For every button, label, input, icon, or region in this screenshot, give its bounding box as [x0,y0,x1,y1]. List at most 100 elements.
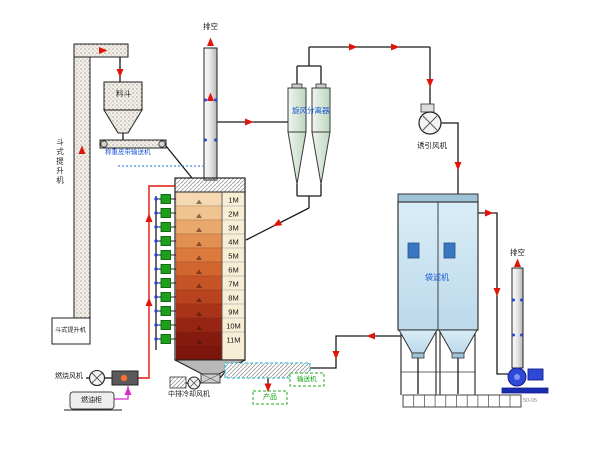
cyclone-separators [287,83,331,185]
tower-layer-mark [196,255,202,260]
arrow-right-to-cyclone [245,118,254,126]
label-bucket-elevator-vertical: 斗式提升机 [55,138,65,186]
flange-dot [154,267,158,271]
bag-filter-door-right [443,242,456,259]
arrow-up-chimney [207,92,214,101]
tower-layer-mark [196,199,202,204]
drag-conveyor [402,394,522,408]
label-bag-filter: 袋滤机 [425,273,449,282]
layer-inlet-valve [160,320,171,330]
tower-layer-mark [196,325,202,330]
label-conveyor2: 输送机 [297,376,317,383]
tower-layer-mark [196,269,202,274]
flange-dot [214,98,217,102]
tower-layer-label: 7M [228,280,238,289]
arrow-down-to-bagfilter [454,162,462,171]
induced-draft-fan [418,103,442,135]
layer-inlet-valve [160,222,171,232]
label-fuel-tank: 燃油柜 [81,397,102,404]
elevator-column [73,56,91,319]
layer-inlet-valve [160,194,171,204]
arrow-up-hot-air-2 [145,213,153,222]
tower-top-cap [174,177,246,193]
burner-flame [120,374,128,382]
elevator-boot [51,317,91,345]
exhaust-fan-motor [527,368,544,381]
layer-inlet-valve [160,264,171,274]
flange-dot [154,295,158,299]
tower-layer-label: 6M [228,266,238,275]
tower-layer-label: 2M [228,210,238,219]
arrow-right-manifold-1 [349,43,358,51]
label-hopper: 料斗 [116,89,131,98]
flange-dot [154,309,158,313]
arrow-up-vent-top [207,37,214,46]
bag-filter-door-left [407,242,420,259]
cooling-conveyor [224,362,311,379]
weigh-belt-conveyor [99,139,167,149]
tower-layer-label: 4M [228,238,238,247]
fan-motor [420,103,435,113]
tower-layer-mark [196,241,202,246]
layer-inlet-valve [160,306,171,316]
flange-dot [154,337,158,341]
conveyor2-box [289,372,325,387]
arrow-left-dust-return [366,332,375,340]
layer-inlet-valve [160,208,171,218]
flange-dot [154,197,158,201]
hot-air-duct [138,185,175,379]
layer-inlet-valve [160,236,171,246]
arrow-down-to-fan [426,79,434,88]
arrow-up-fuel-line [124,386,132,395]
belt-pulley-left [100,140,108,148]
flange-dot [154,225,158,229]
cyclone-left-cone [287,131,307,185]
label-vent-right: 排空 [510,248,525,257]
label-weigh-belt: 称重皮带输送机 [105,149,151,156]
flange-dot [154,281,158,285]
flow-arrows [78,37,521,395]
flange-dot [154,253,158,257]
arrow-up-hot-air-1 [145,297,153,306]
layer-inlet-valve [160,334,171,344]
flange-dot [154,211,158,215]
tower-layer-label: 5M [228,252,238,261]
arrow-down-to-product [264,383,272,392]
label-vent-top: 排空 [203,22,218,31]
exhaust-stack-top [203,47,218,181]
tower-layer-mark [196,213,202,218]
label-bucket-elevator-boot: 斗式提升机 [55,327,86,334]
tower-layer-mark [196,339,202,344]
belt-pulley-right [158,140,166,148]
tower-layer-mark [196,283,202,288]
arrow-down-dust-return [332,351,340,360]
burner [111,370,139,386]
feed-hopper [103,81,143,134]
bag-filter-hopper-right [438,329,478,354]
layer-inlet-valve [160,250,171,260]
tower-layer-label: 3M [228,224,238,233]
cooling-fan-unit [169,376,201,390]
flange-dot [204,98,207,102]
cooling-fan-silencer [169,376,187,389]
arrow-down-into-hopper [116,69,124,78]
arrow-right-bagfilter-out [485,209,494,217]
exhaust-fan-blue [501,367,549,394]
label-combustion-fan: 燃烧风机 [55,373,83,380]
bag-filter-hopper-left [398,329,438,354]
tower-bottom-band [175,345,223,361]
tower-layer-label: 11M [226,336,240,345]
bag-filter [397,193,479,395]
tower-layer-label: 10M [226,322,241,331]
tower-layer-label: 8M [228,294,238,303]
layer-inlet-valve [160,278,171,288]
flange-dot [204,138,207,142]
label-cyclone-separator: 旋风分离器 [292,106,330,115]
exhaust-stack-right [511,267,524,369]
tower-inlet-valves [154,194,176,344]
tower-layer-mark [196,297,202,302]
label-cooling-fan: 中排冷却风机 [168,391,210,398]
tower-layer-mark [196,311,202,316]
layer-inlet-valve [160,292,171,302]
